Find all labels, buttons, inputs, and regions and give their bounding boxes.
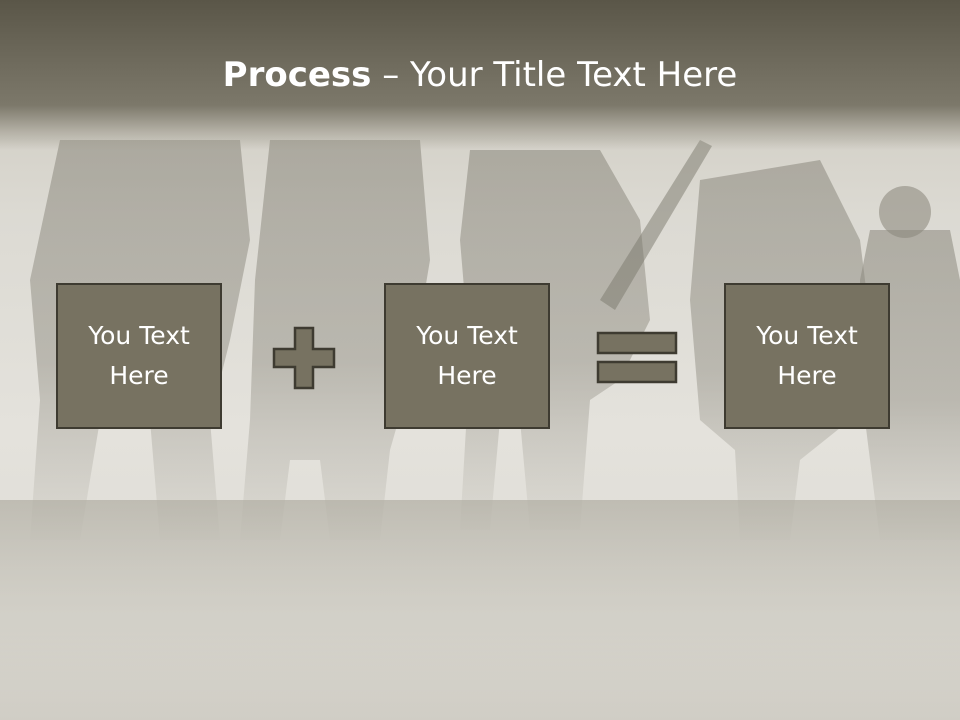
process-box-1-line1: You Text [88, 321, 190, 350]
process-box-3-line1: You Text [756, 321, 858, 350]
title-rest: Your Title Text Here [410, 55, 738, 95]
plus-icon [272, 326, 336, 390]
process-box-2-line2: Here [437, 361, 497, 390]
title-band [0, 0, 960, 150]
equals-icon [596, 331, 678, 384]
process-box-3-line2: Here [777, 361, 837, 390]
process-box-2-line1: You Text [416, 321, 518, 350]
process-box-1-line2: Here [109, 361, 169, 390]
title-bold: Process [222, 55, 372, 95]
slide-title: Process – Your Title Text Here [0, 52, 960, 98]
title-separator: – [371, 55, 411, 95]
